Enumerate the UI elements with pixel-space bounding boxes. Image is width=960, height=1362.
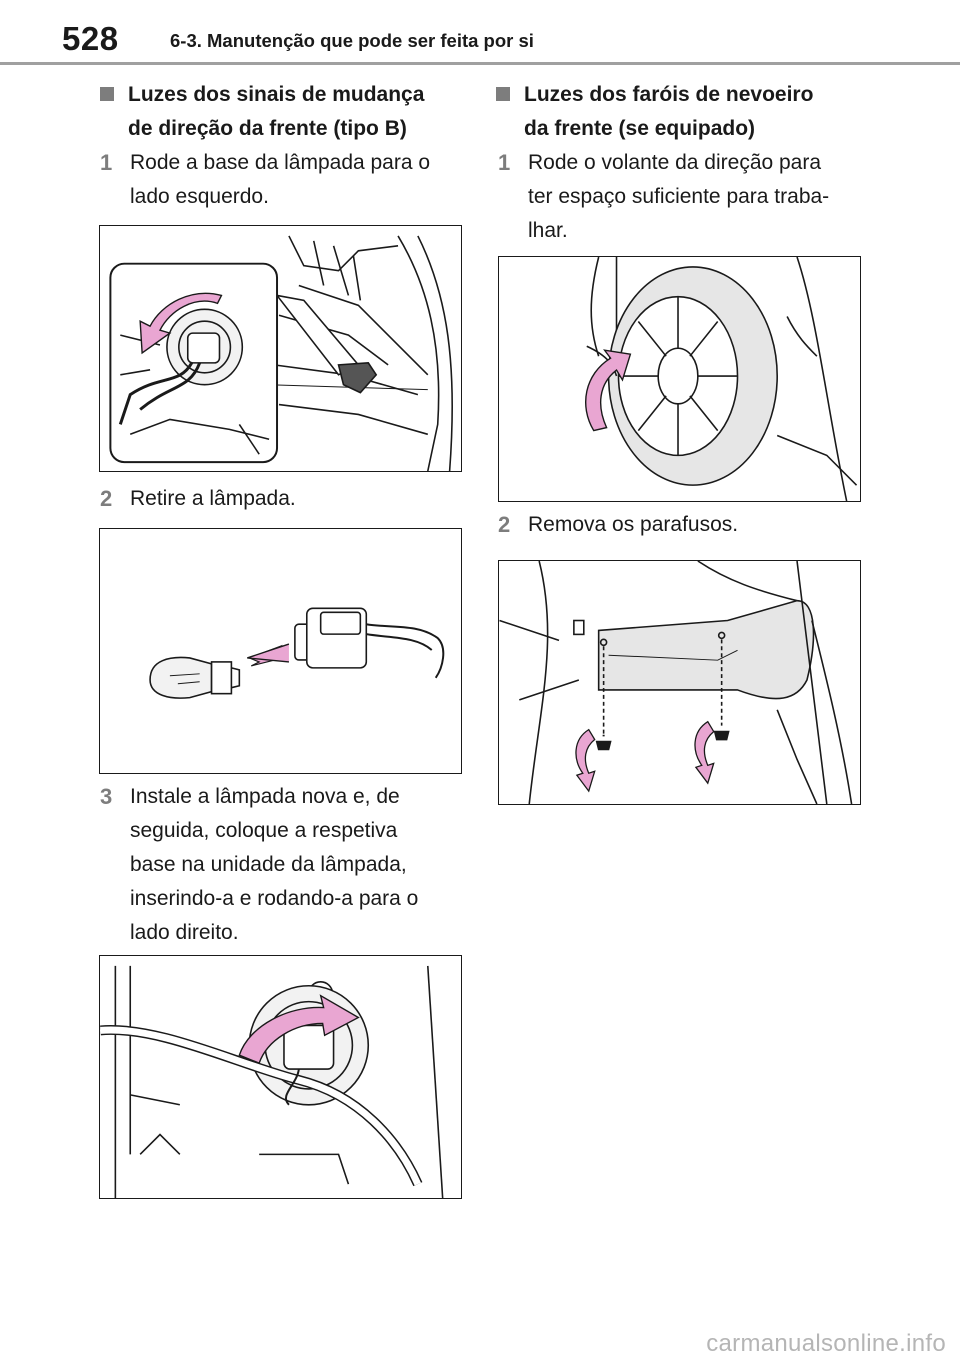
step-number: 1 — [498, 150, 511, 175]
step-number: 1 — [100, 150, 113, 175]
heading-line: de direção da frente (tipo B) — [128, 117, 407, 140]
step-right-2: 2 Remova os parafusos. — [498, 508, 868, 542]
step-line: Remova os parafusos. — [528, 513, 739, 536]
step-right-1: 1 Rode o volante da direção para ter esp… — [498, 146, 868, 248]
step-line: Retire a lâmpada. — [130, 487, 296, 510]
step-number: 3 — [100, 784, 113, 809]
illustration-bulb-removal — [149, 607, 445, 699]
down-arrow-icon — [694, 720, 715, 785]
figure-remove-bulb — [99, 528, 462, 774]
figure-remove-bolts — [498, 560, 861, 805]
pull-arrow-icon — [247, 643, 290, 663]
heading-square-icon — [100, 87, 114, 101]
heading-fog-lights: Luzes dos faróis de nevoeiro da frente (… — [496, 78, 866, 146]
step-line: ter espaço suficiente para traba- — [528, 185, 830, 208]
step-line: Instale a lâmpada nova e, de — [130, 785, 400, 808]
page-header: 528 6-3. Manutenção que pode ser feita p… — [0, 0, 960, 66]
heading-line: da frente (se equipado) — [524, 117, 756, 140]
watermark: carmanualsonline.info — [706, 1330, 946, 1357]
illustration-splash-guard-bolts — [499, 561, 853, 804]
header-divider — [0, 62, 960, 65]
illustration-install-bulb — [100, 965, 444, 1198]
heading-turn-signal: Luzes dos sinais de mudança de direção d… — [100, 78, 470, 146]
step-left-1: 1 Rode a base da lâmpada para o lado esq… — [100, 146, 470, 214]
step-line: lado direito. — [130, 921, 239, 944]
step-line: inserindo-a e rodando-a para o — [130, 887, 419, 910]
step-line: Rode a base da lâmpada para o — [130, 151, 431, 174]
illustration-headlamp-socket — [109, 235, 453, 471]
step-line: lhar. — [528, 219, 568, 242]
rotate-arrow-icon — [238, 994, 360, 1065]
heading-line: Luzes dos faróis de nevoeiro — [524, 83, 814, 106]
step-left-2: 2 Retire a lâmpada. — [100, 482, 470, 516]
page-number: 528 — [62, 20, 119, 57]
down-arrow-icon — [575, 728, 596, 793]
illustration-front-wheel — [585, 257, 858, 501]
step-number: 2 — [100, 486, 113, 511]
figure-turn-wheel — [498, 256, 861, 502]
step-number: 2 — [498, 512, 511, 537]
section-title: 6-3. Manutenção que pode ser feita por s… — [170, 30, 534, 51]
turn-arrow-icon — [585, 349, 632, 432]
step-line: seguida, coloque a respetiva — [130, 819, 398, 842]
figure-install-rotate-right — [99, 955, 462, 1199]
step-line: lado esquerdo. — [130, 185, 269, 208]
figure-rotate-socket-left — [99, 225, 462, 472]
step-line: Rode o volante da direção para — [528, 151, 822, 174]
step-left-3: 3 Instale a lâmpada nova e, de seguida, … — [100, 780, 470, 950]
rotate-arrow-icon — [139, 292, 223, 355]
heading-square-icon — [496, 87, 510, 101]
heading-line: Luzes dos sinais de mudança — [128, 83, 425, 106]
step-line: base na unidade da lâmpada, — [130, 853, 407, 876]
